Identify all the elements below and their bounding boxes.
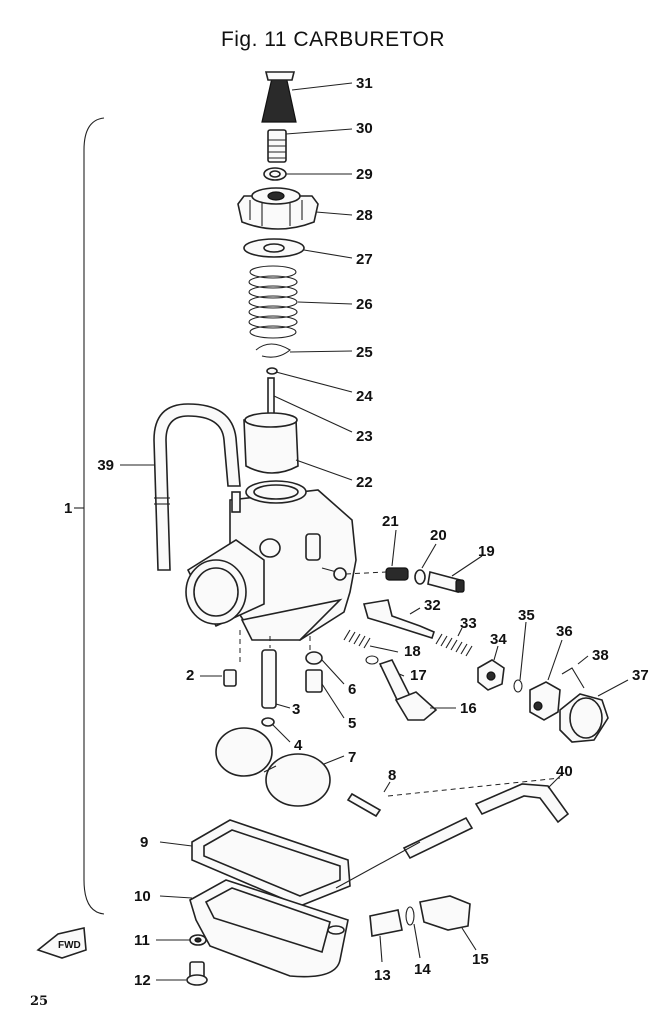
callout-37: 37 [632, 667, 649, 684]
part-39-air-vent-pipe [153, 403, 241, 571]
part-32-starter-plunger [362, 599, 435, 640]
callout-2: 2 [186, 667, 194, 684]
callout-15: 15 [472, 951, 489, 968]
part-21-spring [385, 567, 409, 581]
callout-22: 22 [356, 474, 373, 491]
callout-4: 4 [294, 737, 303, 754]
part-14-gasket [405, 906, 415, 926]
part-20-o-ring [414, 569, 426, 585]
part-18-spring [343, 629, 371, 649]
part-5-pilot-jet [305, 669, 323, 693]
callout-19: 19 [478, 543, 495, 560]
part-36-cap [529, 681, 561, 721]
part-24-needle-clip [266, 367, 278, 375]
callout-9: 9 [140, 834, 148, 851]
callout-40: 40 [556, 763, 573, 780]
part-38-cotter-pin [561, 667, 585, 689]
part-22-throttle-valve [243, 419, 299, 474]
callout-25: 25 [356, 344, 373, 361]
callout-23: 23 [356, 428, 373, 445]
part-26-throttle-spring [248, 265, 298, 339]
callout-12: 12 [134, 972, 151, 989]
part-31-rubber-cap [261, 75, 297, 123]
figure-title: Fig. 11 CARBURETOR [220, 28, 446, 51]
page-number: 25 [30, 994, 49, 1009]
callout-10: 10 [134, 888, 151, 905]
callout-36: 36 [556, 623, 573, 640]
callout-31: 31 [356, 75, 373, 92]
part-10-float-chamber-body [189, 879, 349, 978]
callout-11: 11 [134, 932, 150, 949]
part-17-o-ring [365, 655, 379, 665]
svg-text:FWD: FWD [58, 940, 81, 951]
part-40-drain-pipe [402, 783, 570, 860]
callout-33: 33 [460, 615, 477, 632]
part-8-float-pin [346, 792, 382, 818]
part-33-plunger-spring [435, 633, 473, 657]
part-6-washer [305, 651, 323, 665]
callout-18: 18 [404, 643, 421, 660]
callout-6: 6 [348, 681, 356, 698]
callout-1: 1 [64, 500, 72, 517]
part-2-drain-plug [223, 669, 237, 687]
part-3-needle-jet [261, 649, 277, 709]
callout-5: 5 [348, 715, 356, 732]
callout-3: 3 [292, 701, 300, 718]
assembly-bracket [83, 117, 105, 915]
carburetor-body [185, 480, 357, 641]
callout-13: 13 [374, 967, 391, 984]
callout-39: 39 [97, 457, 114, 474]
part-7-float [215, 727, 331, 807]
callout-16: 16 [460, 700, 477, 717]
callout-26: 26 [356, 296, 373, 313]
callout-38: 38 [592, 647, 609, 664]
callout-20: 20 [430, 527, 447, 544]
part-13-drain-bolt [369, 909, 403, 937]
callout-7: 7 [348, 749, 356, 766]
callout-27: 27 [356, 251, 373, 268]
callout-24: 24 [356, 388, 373, 405]
callout-34: 34 [490, 631, 507, 648]
callout-21: 21 [382, 513, 399, 530]
part-19-pilot-air-screw [427, 571, 461, 593]
part-4-main-jet [261, 717, 275, 727]
callout-29: 29 [356, 166, 373, 183]
fwd-arrow-icon: FWD [36, 927, 87, 959]
callout-28: 28 [356, 207, 373, 224]
callout-8: 8 [388, 767, 396, 784]
callout-35: 35 [518, 607, 535, 624]
part-35-circlip [513, 679, 523, 693]
part-15-valve-assembly [419, 895, 471, 931]
callout-14: 14 [414, 961, 431, 978]
part-25-clip [255, 343, 291, 358]
callout-17: 17 [410, 667, 427, 684]
callout-30: 30 [356, 120, 373, 137]
callout-32: 32 [424, 597, 441, 614]
part-28-mixing-chamber-top [237, 195, 319, 230]
